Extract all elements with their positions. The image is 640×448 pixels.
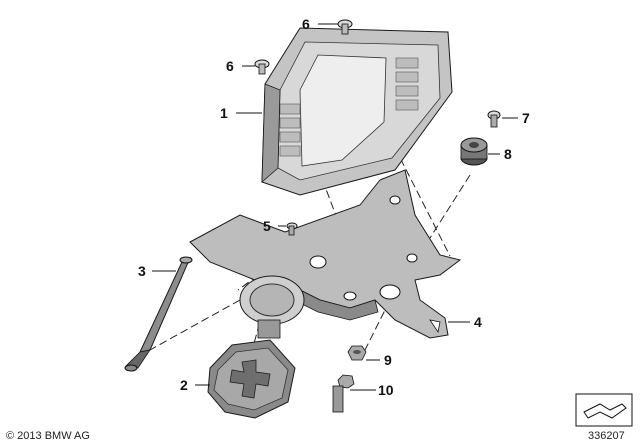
rubber-damper-8 bbox=[460, 137, 488, 166]
callout-2: 2 bbox=[180, 377, 188, 393]
callout-4: 4 bbox=[474, 314, 482, 330]
cover-2 bbox=[207, 339, 296, 419]
part-symbol-icon bbox=[583, 403, 627, 419]
rod-3 bbox=[124, 256, 193, 372]
callout-5: 5 bbox=[263, 218, 271, 234]
bolt-10 bbox=[332, 374, 355, 413]
callout-3: 3 bbox=[138, 263, 146, 279]
copyright-text: © 2013 BMW AG bbox=[6, 430, 90, 442]
display-unit bbox=[261, 27, 453, 196]
screw-5 bbox=[286, 222, 298, 236]
bracket-mount-cup bbox=[239, 275, 305, 339]
callout-7: 7 bbox=[522, 110, 530, 126]
nut-9 bbox=[347, 345, 367, 361]
callout-6a: 6 bbox=[226, 58, 234, 74]
callout-labels: 1 2 3 4 5 6 6 7 8 9 10 bbox=[138, 16, 530, 398]
callout-leaders bbox=[152, 23, 518, 391]
diagram-symbol-box bbox=[575, 393, 633, 427]
callout-6b: 6 bbox=[302, 16, 310, 32]
callout-1: 1 bbox=[220, 105, 228, 121]
callout-8: 8 bbox=[504, 146, 512, 162]
screw-7 bbox=[487, 110, 501, 128]
callout-9: 9 bbox=[384, 352, 392, 368]
diagram-id: 336207 bbox=[588, 430, 625, 442]
callout-10: 10 bbox=[378, 382, 394, 398]
screw-6a bbox=[254, 59, 270, 75]
